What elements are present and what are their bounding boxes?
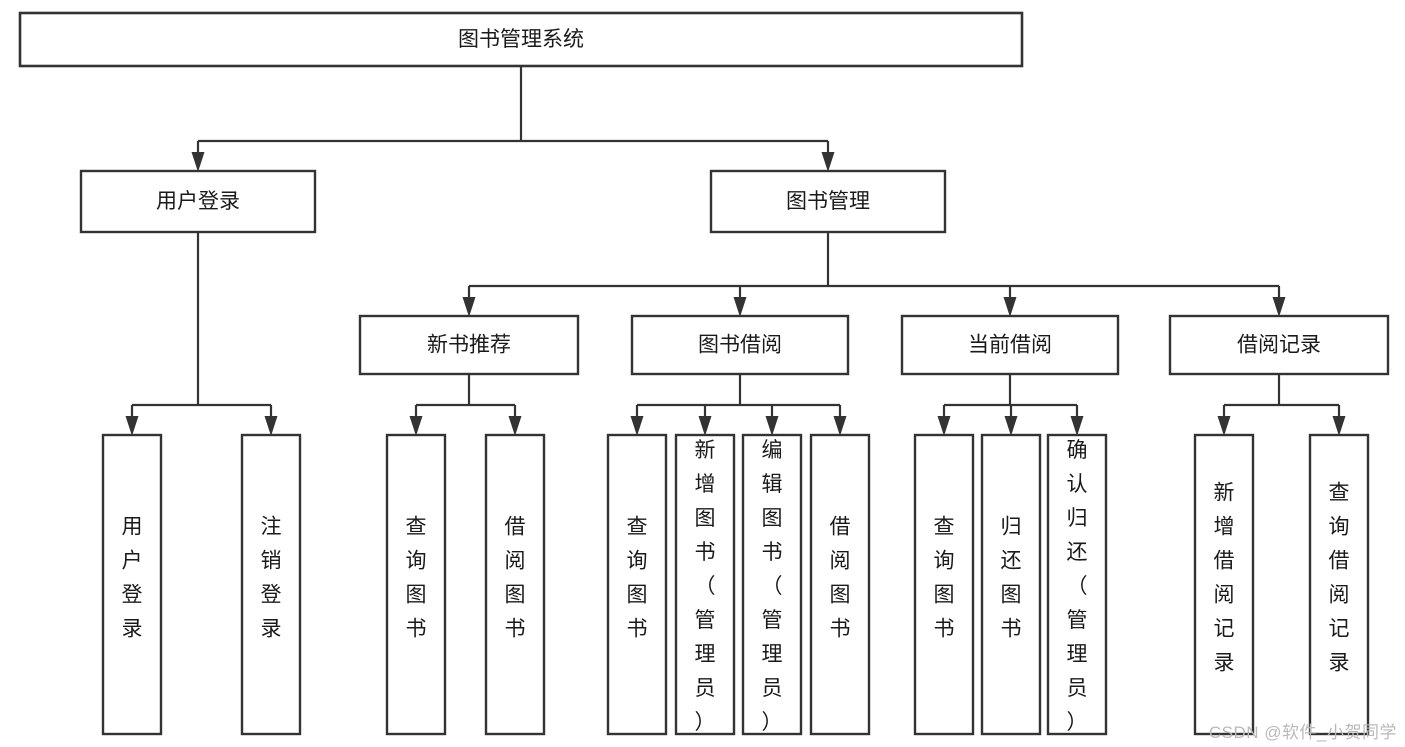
node-leaf-confirm-return[interactable]: 确认归还（管理员）	[1046, 433, 1108, 736]
arrow-head-icon	[1272, 297, 1286, 317]
arrow-head-icon	[125, 416, 139, 436]
arrow-head-icon	[733, 297, 747, 317]
arrow-head-icon	[1003, 297, 1017, 317]
node-box	[900, 314, 1120, 376]
node-box	[18, 11, 1024, 68]
arrow-head-icon	[508, 416, 522, 436]
node-box	[1168, 314, 1390, 376]
node-label: 确认归还（管理员）	[1067, 439, 1088, 734]
node-label: 当前借阅	[968, 334, 1052, 357]
node-box	[809, 433, 871, 736]
node-current-borrow[interactable]: 当前借阅	[900, 314, 1120, 376]
node-leaf-borrow-book-rec[interactable]: 借阅图书	[484, 433, 546, 736]
node-new-book-rec[interactable]: 新书推荐	[358, 314, 580, 376]
node-box	[606, 433, 668, 736]
node-label: 查询图书	[627, 516, 648, 641]
node-box	[709, 169, 947, 234]
node-label: 查询图书	[406, 516, 427, 641]
node-book-borrow[interactable]: 图书借阅	[630, 314, 850, 376]
node-leaf-query-record[interactable]: 查询借阅记录	[1308, 433, 1370, 736]
arrow-head-icon	[1332, 416, 1346, 436]
node-leaf-add-book[interactable]: 新增图书（管理员）	[674, 433, 736, 736]
node-label: 归还图书	[1001, 516, 1022, 641]
node-box	[240, 433, 302, 736]
node-label: 用户登录	[156, 190, 240, 213]
node-box	[980, 433, 1042, 736]
arrow-head-icon	[462, 297, 476, 317]
node-leaf-edit-book[interactable]: 编辑图书（管理员）	[741, 433, 803, 736]
node-label: 用户登录	[122, 516, 143, 641]
arrow-head-icon	[821, 152, 835, 172]
node-box	[1046, 433, 1108, 736]
arrow-head-icon	[1217, 416, 1231, 436]
node-box	[79, 169, 317, 234]
node-leaf-query-book-rec[interactable]: 查询图书	[385, 433, 447, 736]
node-root[interactable]: 图书管理系统	[18, 11, 1024, 68]
node-box	[101, 433, 163, 736]
node-label: 查询借阅记录	[1329, 482, 1350, 675]
arrow-head-icon	[409, 416, 423, 436]
node-user-login[interactable]: 用户登录	[79, 169, 317, 234]
node-leaf-user-logout[interactable]: 注销登录	[240, 433, 302, 736]
node-box	[913, 433, 975, 736]
node-leaf-borrow-book[interactable]: 借阅图书	[809, 433, 871, 736]
node-box	[630, 314, 850, 376]
node-box	[385, 433, 447, 736]
node-box	[674, 433, 736, 736]
arrow-head-icon	[1004, 416, 1018, 436]
arrow-head-icon	[1070, 416, 1084, 436]
node-leaf-query-book-cur[interactable]: 查询图书	[913, 433, 975, 736]
arrow-head-icon	[264, 416, 278, 436]
node-label: 注销登录	[261, 516, 282, 641]
arrow-head-icon	[833, 416, 847, 436]
node-box	[484, 433, 546, 736]
node-box	[741, 433, 803, 736]
node-label: 借阅记录	[1237, 334, 1321, 357]
node-label: 新增图书（管理员）	[695, 439, 716, 734]
node-label: 借阅图书	[505, 516, 526, 641]
node-borrow-record[interactable]: 借阅记录	[1168, 314, 1390, 376]
watermark-label: CSDN @软件_小贺同学	[1208, 723, 1397, 742]
arrow-head-icon	[191, 152, 205, 172]
node-label: 图书管理	[786, 190, 870, 213]
node-box	[1308, 433, 1370, 736]
arrow-head-icon	[630, 416, 644, 436]
node-box	[358, 314, 580, 376]
node-book-manage[interactable]: 图书管理	[709, 169, 947, 234]
arrow-head-icon	[698, 416, 712, 436]
node-leaf-user-login[interactable]: 用户登录	[101, 433, 163, 736]
node-label: 新增借阅记录	[1214, 482, 1235, 675]
node-label: 图书管理系统	[458, 28, 584, 51]
node-label: 借阅图书	[830, 516, 851, 641]
arrow-head-icon	[937, 416, 951, 436]
node-label: 查询图书	[934, 516, 955, 641]
node-label: 图书借阅	[698, 334, 782, 357]
node-label: 新书推荐	[427, 334, 511, 357]
node-leaf-return-book[interactable]: 归还图书	[980, 433, 1042, 736]
node-leaf-add-record[interactable]: 新增借阅记录	[1193, 433, 1255, 736]
node-layer: 图书管理系统用户登录图书管理新书推荐图书借阅当前借阅借阅记录用户登录注销登录查询…	[18, 11, 1390, 736]
arrow-head-icon	[765, 416, 779, 436]
node-box	[1193, 433, 1255, 736]
node-label: 编辑图书（管理员）	[762, 439, 783, 734]
node-leaf-query-book[interactable]: 查询图书	[606, 433, 668, 736]
edge-layer	[125, 66, 1346, 436]
